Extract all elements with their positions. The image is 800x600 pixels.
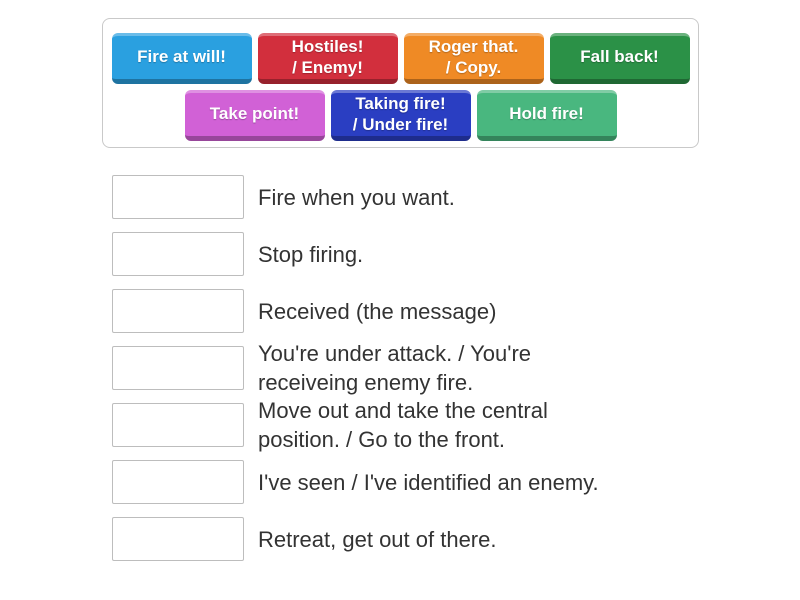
word-bank: Fire at will! Hostiles! / Enemy! Roger t… <box>102 18 699 148</box>
match-row-5: Move out and take the central position. … <box>112 398 599 452</box>
word-tile-hold-fire[interactable]: Hold fire! <box>476 90 617 141</box>
clue-text-3: Received (the message) <box>258 298 497 324</box>
match-row-4: You're under attack. / You're receiveing… <box>112 341 599 395</box>
answer-slot-4[interactable] <box>112 346 244 390</box>
answer-slot-2[interactable] <box>112 232 244 276</box>
word-tile-fire-at-will[interactable]: Fire at will! <box>111 33 252 84</box>
match-rows: Fire when you want. Stop firing. Receive… <box>112 175 599 574</box>
answer-slot-5[interactable] <box>112 403 244 447</box>
word-tile-hostiles-enemy[interactable]: Hostiles! / Enemy! <box>257 33 398 84</box>
match-row-7: Retreat, get out of there. <box>112 517 599 561</box>
clue-text-1: Fire when you want. <box>258 184 455 210</box>
match-row-1: Fire when you want. <box>112 175 599 219</box>
answer-slot-3[interactable] <box>112 289 244 333</box>
clue-text-7: Retreat, get out of there. <box>258 526 497 552</box>
word-bank-row-1: Fire at will! Hostiles! / Enemy! Roger t… <box>111 33 690 84</box>
clue-text-4: You're under attack. / You're receiveing… <box>258 341 532 395</box>
clue-text-5: Move out and take the central position. … <box>258 398 548 452</box>
match-row-3: Received (the message) <box>112 289 599 333</box>
word-tile-take-point[interactable]: Take point! <box>184 90 325 141</box>
clue-text-6: I've seen / I've identified an enemy. <box>258 469 599 495</box>
answer-slot-7[interactable] <box>112 517 244 561</box>
clue-text-2: Stop firing. <box>258 241 364 267</box>
word-tile-taking-fire-under-fire[interactable]: Taking fire! / Under fire! <box>330 90 471 141</box>
match-row-6: I've seen / I've identified an enemy. <box>112 460 599 504</box>
match-row-2: Stop firing. <box>112 232 599 276</box>
word-bank-row-2: Take point! Taking fire! / Under fire! H… <box>184 90 617 141</box>
word-tile-roger-that-copy[interactable]: Roger that. / Copy. <box>403 33 544 84</box>
word-tile-fall-back[interactable]: Fall back! <box>549 33 690 84</box>
answer-slot-1[interactable] <box>112 175 244 219</box>
answer-slot-6[interactable] <box>112 460 244 504</box>
